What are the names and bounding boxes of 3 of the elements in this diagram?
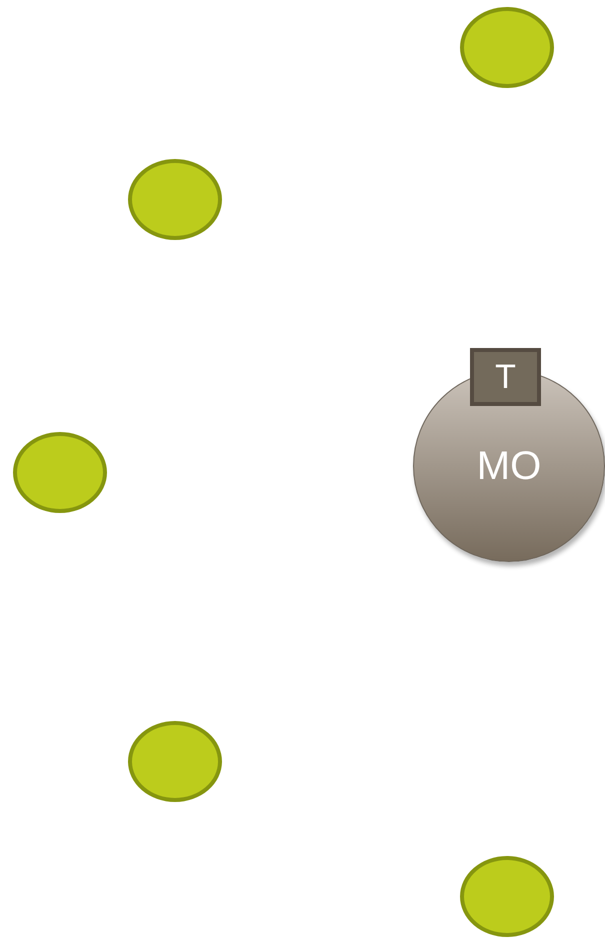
node-label: MO <box>476 446 542 486</box>
square-tag <box>470 348 541 406</box>
node-label: T <box>495 360 516 394</box>
